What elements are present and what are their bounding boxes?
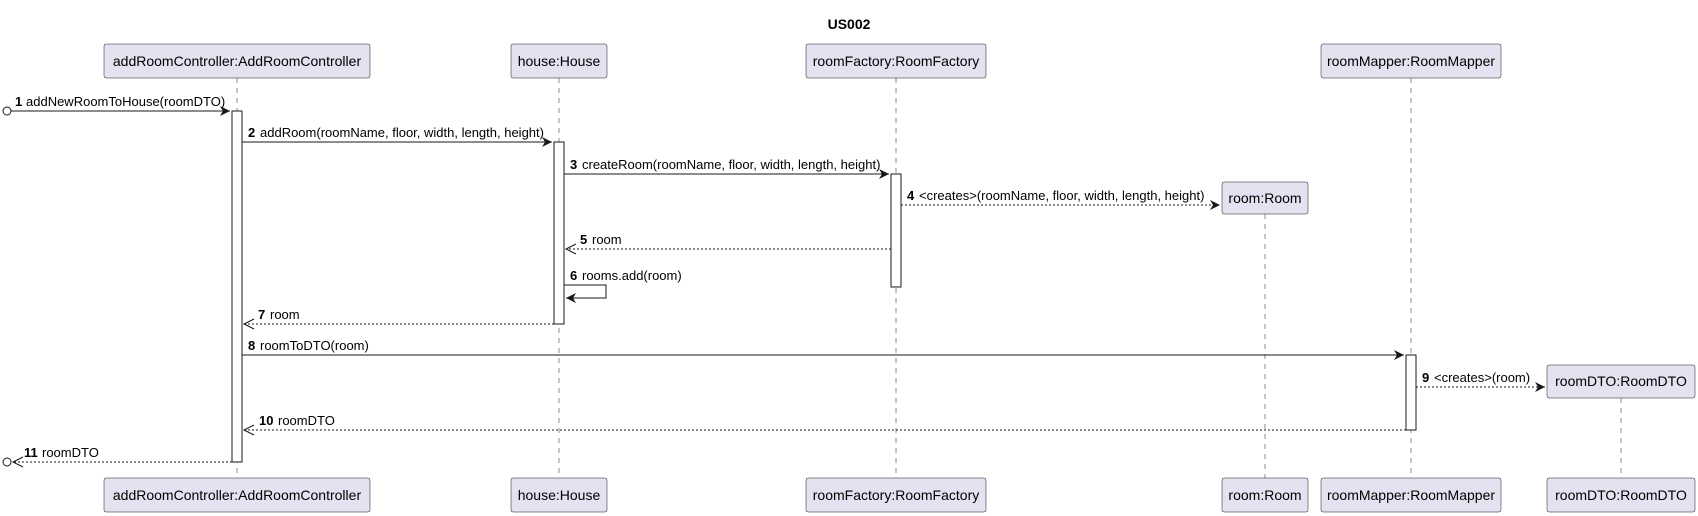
participant-mapper-bottom: roomMapper:RoomMapper — [1320, 477, 1502, 513]
message-label: roomDTO — [278, 413, 335, 428]
message-number: 7 — [258, 307, 265, 322]
participant-box — [1221, 181, 1309, 215]
participant-dto-created: roomDTO:RoomDTO — [1546, 364, 1696, 399]
messages: 1 addNewRoomToHouse(roomDTO) 2 addRoom(r… — [2, 94, 1545, 468]
participant-mapper-top: roomMapper:RoomMapper — [1320, 43, 1502, 79]
lost-message-endpoint — [2, 457, 12, 467]
arrowhead — [220, 106, 230, 116]
arrowhead — [1535, 382, 1545, 392]
arrowhead — [1394, 350, 1404, 360]
participant-label: room:Room — [1228, 190, 1301, 206]
participant-factory-top: roomFactory:RoomFactory — [805, 43, 987, 79]
participant-label: house:House — [518, 487, 601, 503]
participant-label: roomFactory:RoomFactory — [813, 53, 979, 69]
activation-mapper — [1405, 354, 1417, 431]
arrowhead — [879, 169, 889, 179]
participant-box — [1320, 477, 1502, 513]
message-8: 8 roomToDTO(room) — [242, 338, 1404, 360]
participant-room-created: room:Room — [1221, 181, 1309, 215]
participant-label: roomDTO:RoomDTO — [1555, 373, 1687, 389]
participant-ctrl-top: addRoomController:AddRoomController — [103, 43, 371, 79]
arrowhead — [566, 293, 576, 303]
message-label: addRoom(roomName, floor, width, length, … — [260, 125, 544, 140]
message-10: 10 roomDTO — [242, 413, 1406, 436]
participant-label: roomFactory:RoomFactory — [813, 487, 979, 503]
participant-box — [510, 43, 608, 79]
message-5: 5 room — [564, 232, 891, 255]
message-number: 2 — [248, 125, 255, 140]
message-number: 10 — [259, 413, 273, 428]
arrowhead — [1210, 200, 1220, 210]
participant-dto-bottom: roomDTO:RoomDTO — [1546, 477, 1696, 513]
participant-house-bottom: house:House — [510, 477, 608, 513]
message-11: 11 roomDTO — [2, 445, 232, 468]
participant-box — [1320, 43, 1502, 79]
participant-factory-bottom: roomFactory:RoomFactory — [805, 477, 987, 513]
message-label: room — [270, 307, 300, 322]
participant-label: room:Room — [1228, 487, 1301, 503]
message-label: roomDTO — [42, 445, 99, 460]
message-label: addNewRoomToHouse(roomDTO) — [26, 94, 225, 109]
activations — [231, 110, 1417, 463]
arrowhead — [11, 456, 24, 468]
message-7: 7 room — [242, 307, 554, 330]
participant-box — [1221, 477, 1309, 513]
participant-box — [1546, 477, 1696, 513]
message-number: 1 — [15, 94, 22, 109]
message-number: 6 — [570, 268, 577, 283]
activation-factory — [890, 173, 902, 288]
participant-box — [805, 43, 987, 79]
participant-box — [103, 477, 371, 513]
message-number: 4 — [907, 188, 915, 203]
participant-box — [1546, 364, 1696, 399]
message-line — [564, 284, 607, 299]
diagram-title: US002 — [828, 16, 871, 32]
found-message-endpoint — [2, 106, 12, 116]
message-label: <creates>(roomName, floor, width, length… — [919, 188, 1204, 203]
activation-ctrl — [231, 110, 243, 463]
participants-top: addRoomController:AddRoomController hous… — [103, 43, 1502, 79]
message-label: createRoom(roomName, floor, width, lengt… — [582, 157, 880, 172]
message-number: 9 — [1422, 370, 1429, 385]
message-3: 3 createRoom(roomName, floor, width, len… — [564, 157, 889, 179]
message-1: 1 addNewRoomToHouse(roomDTO) — [2, 94, 230, 116]
message-label: room — [592, 232, 622, 247]
message-number: 8 — [248, 338, 255, 353]
activation-house — [553, 141, 565, 325]
participant-box — [805, 477, 987, 513]
participant-ctrl-bottom: addRoomController:AddRoomController — [103, 477, 371, 513]
participant-label: addRoomController:AddRoomController — [113, 487, 362, 503]
arrowhead — [242, 424, 255, 436]
participant-label: roomMapper:RoomMapper — [1327, 53, 1495, 69]
participants-bottom: addRoomController:AddRoomController hous… — [103, 477, 1696, 513]
arrowhead — [564, 243, 577, 255]
message-6: 6 rooms.add(room) — [564, 268, 682, 303]
participant-label: house:House — [518, 53, 601, 69]
participant-house-top: house:House — [510, 43, 608, 79]
message-number: 11 — [24, 445, 38, 460]
message-4: 4 <creates>(roomName, floor, width, leng… — [901, 188, 1220, 210]
arrowhead — [542, 137, 552, 147]
arrowhead — [242, 318, 255, 330]
participant-label: addRoomController:AddRoomController — [113, 53, 362, 69]
participant-box — [510, 477, 608, 513]
message-number: 3 — [570, 157, 577, 172]
participant-label: roomMapper:RoomMapper — [1327, 487, 1495, 503]
participant-room-bottom: room:Room — [1221, 477, 1309, 513]
message-9: 9 <creates>(room) — [1416, 370, 1545, 392]
participant-label: roomDTO:RoomDTO — [1555, 487, 1687, 503]
message-label: <creates>(room) — [1434, 370, 1530, 385]
message-label: roomToDTO(room) — [260, 338, 369, 353]
participant-box — [103, 43, 371, 79]
message-number: 5 — [580, 232, 587, 247]
message-2: 2 addRoom(roomName, floor, width, length… — [242, 125, 552, 147]
message-label: rooms.add(room) — [582, 268, 682, 283]
